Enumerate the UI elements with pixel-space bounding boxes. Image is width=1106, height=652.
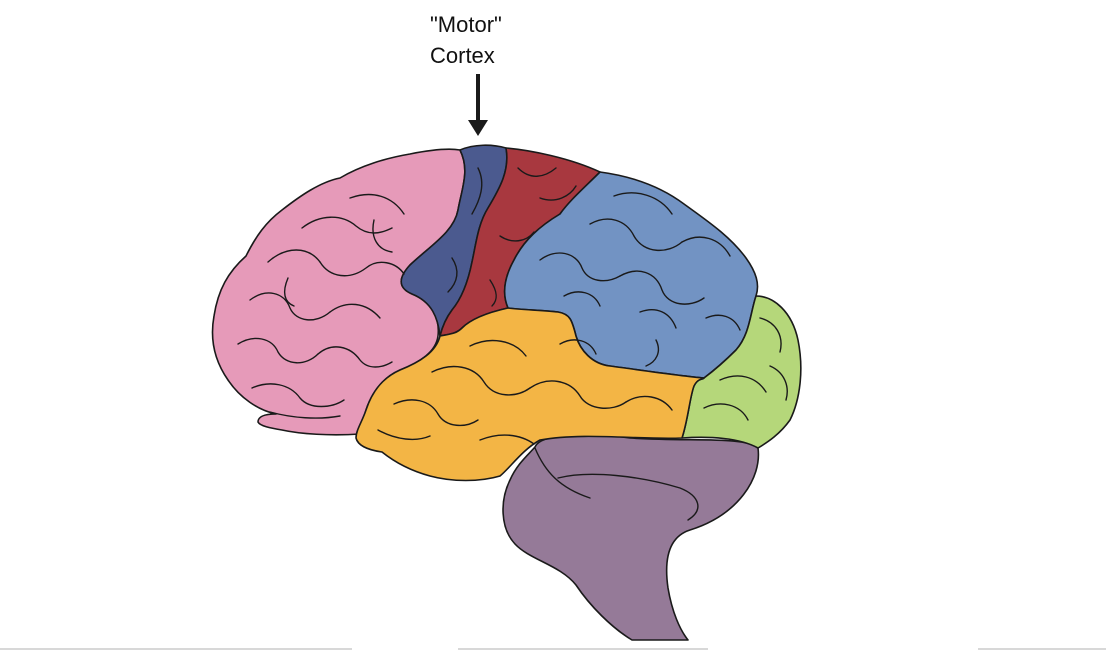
bottom-divider-right <box>978 648 1106 650</box>
annotation-line-1: "Motor" <box>430 12 502 37</box>
occipital-sulci <box>703 317 788 421</box>
cerebellum-fold <box>534 447 591 499</box>
frontal-sulci <box>237 193 405 419</box>
occipital-lobe-region <box>681 295 802 449</box>
cerebellum-brainstem-region <box>502 433 760 641</box>
arrow-down-icon <box>468 74 488 136</box>
cerebellum-fold <box>557 473 699 521</box>
motor-cortex-sulcus <box>447 167 483 293</box>
annotation-line-2: Cortex <box>430 43 495 68</box>
bottom-divider-center <box>458 648 708 650</box>
temporal-sulci <box>377 339 673 445</box>
temporal-lobe-region <box>355 307 705 482</box>
motor-cortex-annotation: "Motor" Cortex <box>430 12 502 68</box>
somatosensory-sulci <box>489 167 577 307</box>
parietal-sulci <box>539 192 741 367</box>
bottom-divider-left <box>0 648 352 650</box>
